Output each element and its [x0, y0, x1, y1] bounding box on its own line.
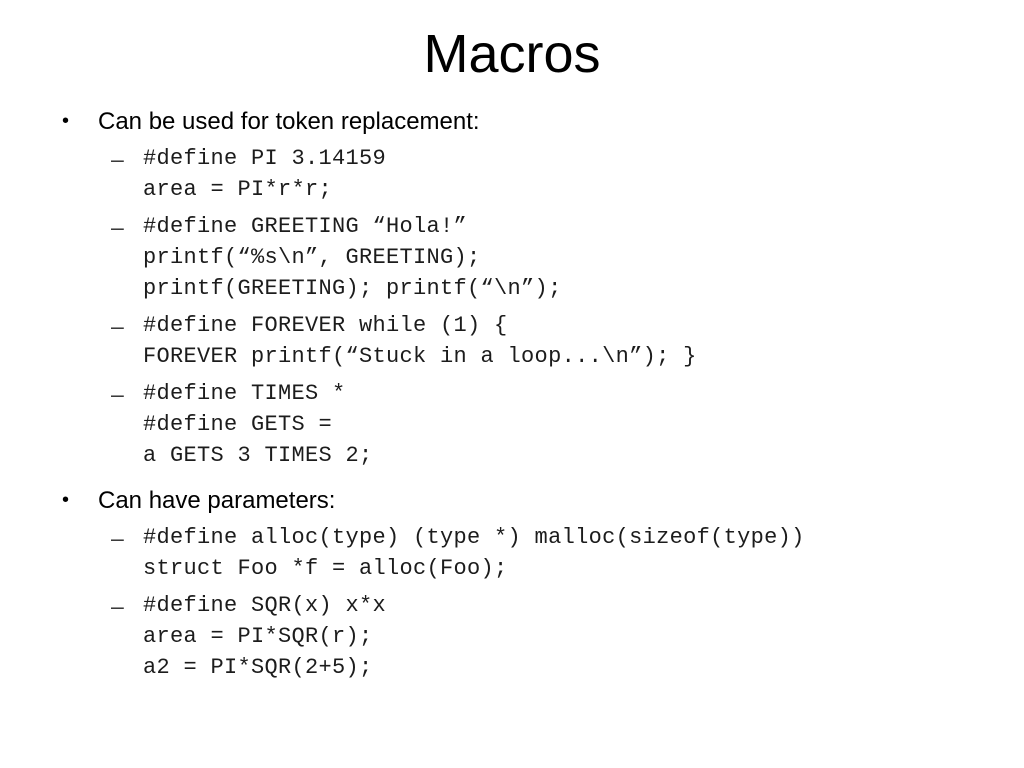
sub-item-define-sqr: – #define SQR(x) x*x area = PI*SQR(r); a… — [56, 590, 968, 683]
slide-body: • Can be used for token replacement: – #… — [56, 106, 968, 689]
code-line: #define alloc(type) (type *) malloc(size… — [143, 525, 805, 550]
bullet-item-token-replacement: • Can be used for token replacement: — [56, 106, 968, 137]
dash-glyph-icon: – — [111, 313, 124, 339]
dash-glyph-icon: – — [111, 146, 124, 172]
code-line: FOREVER printf(“Stuck in a loop...\n”); … — [143, 344, 697, 369]
code-line: #define FOREVER while (1) { — [143, 313, 508, 338]
code-line: #define PI 3.14159 — [143, 146, 387, 171]
code-line: #define SQR(x) x*x — [143, 593, 387, 618]
code-line: struct Foo *f = alloc(Foo); — [143, 556, 508, 581]
page-title: Macros — [423, 24, 601, 84]
sub-item-define-greeting: – #define GREETING “Hola!” printf(“%s\n”… — [56, 211, 968, 304]
bullet-label: Can be used for token replacement: — [98, 108, 480, 135]
bullet-glyph-icon: • — [62, 489, 70, 511]
code-line: #define GREETING “Hola!” — [143, 214, 468, 239]
code-line: #define TIMES * — [143, 381, 346, 406]
dash-glyph-icon: – — [111, 525, 124, 551]
code-line: a2 = PI*SQR(2+5); — [143, 655, 373, 680]
bullet-item-parameters: • Can have parameters: — [56, 485, 968, 516]
dash-glyph-icon: – — [111, 214, 124, 240]
code-line: a GETS 3 TIMES 2; — [143, 443, 373, 468]
dash-glyph-icon: – — [111, 381, 124, 407]
bullet-label: Can have parameters: — [98, 487, 336, 514]
code-line: #define GETS = — [143, 412, 333, 437]
bullet-glyph-icon: • — [62, 110, 70, 132]
sub-item-define-pi: – #define PI 3.14159 area = PI*r*r; — [56, 143, 968, 205]
sub-item-define-times-gets: – #define TIMES * #define GETS = a GETS … — [56, 378, 968, 471]
code-line: printf(GREETING); printf(“\n”); — [143, 276, 562, 301]
code-line: area = PI*SQR(r); — [143, 624, 373, 649]
sub-item-define-forever: – #define FOREVER while (1) { FOREVER pr… — [56, 310, 968, 372]
code-line: area = PI*r*r; — [143, 177, 333, 202]
dash-glyph-icon: – — [111, 593, 124, 619]
code-line: printf(“%s\n”, GREETING); — [143, 245, 481, 270]
sub-item-define-alloc: – #define alloc(type) (type *) malloc(si… — [56, 522, 968, 584]
